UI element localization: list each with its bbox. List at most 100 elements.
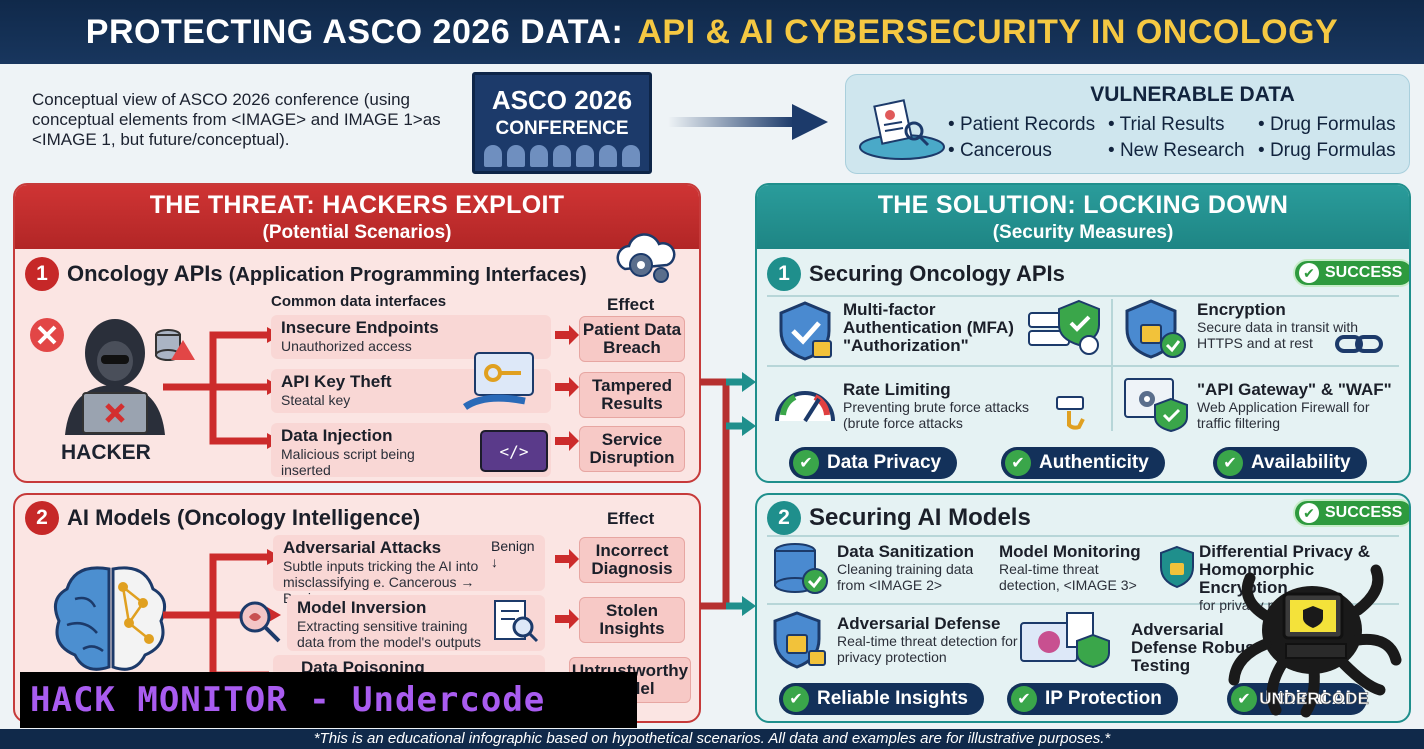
conference-badge: ASCO 2026 CONFERENCE [472, 72, 652, 174]
section-title: Securing Oncology APIs [809, 261, 1065, 286]
item-desc: Malicious script being inserted [281, 446, 415, 478]
solution-card-data-sanitization: Data Sanitization Cleaning training data… [837, 543, 987, 594]
success-label: SUCCESS [1325, 264, 1403, 281]
card-desc: Secure data in transit with HTTPS and at… [1197, 319, 1359, 351]
success-badge: ✔ SUCCESS [1293, 259, 1409, 287]
item-title: Data Injection [281, 426, 393, 445]
card-title: Adversarial Defense Robust Testing [1131, 620, 1261, 675]
branch-arrows-icon [163, 327, 281, 449]
pill-ip-protection: ✔IP Protection [1007, 683, 1178, 715]
card-desc: Real-time threat detection for privacy p… [837, 633, 1018, 665]
card-title: Rate Limiting [843, 380, 951, 399]
threat-item-adversarial-attacks: Adversarial Attacks Subtle inputs tricki… [273, 535, 545, 606]
speedometer-icon [775, 391, 835, 423]
vulnerable-data-panel: VULNERABLE DATA • Patient Records • Tria… [845, 74, 1410, 174]
footer-disclaimer: *This is an educational infographic base… [0, 729, 1424, 749]
check-icon: ✔ [1217, 450, 1243, 476]
effect-incorrect-diagnosis: Incorrect Diagnosis [579, 537, 685, 583]
section-title: Oncology APIs [67, 261, 223, 286]
page-header: PROTECTING ASCO 2026 DATA: API & AI CYBE… [0, 0, 1424, 64]
section-title: Securing AI Models [809, 504, 1031, 531]
item-title: Insecure Endpoints [281, 318, 439, 337]
shield-lock-icon [1125, 299, 1186, 359]
shield-lock-icon [1160, 545, 1194, 589]
card-title: Model Monitoring [999, 542, 1141, 561]
svg-text:</>: </> [500, 442, 529, 461]
conference-title: ASCO 2026 [491, 85, 633, 115]
threat-item-model-inversion: Model Inversion Extracting sensitive tra… [287, 595, 545, 651]
connector-arrows-icon [700, 372, 756, 616]
page-title-part1: PROTECTING ASCO 2026 DATA: [85, 12, 624, 51]
card-title: Encryption [1197, 300, 1286, 319]
item-title: Model Inversion [297, 598, 427, 617]
card-desc: Real-time threat detection, <IMAGE 3> [999, 561, 1137, 593]
page-title-part2: API & AI CYBERSECURITY IN ONCOLOGY [637, 12, 1339, 51]
item-title: Adversarial Attacks [283, 538, 442, 557]
threat-section-2-heading: 2 AI Models (Oncology Intelligence) [25, 501, 420, 535]
vulnerable-item: • Trial Results [1108, 114, 1225, 135]
solution-card-rate-limiting: Rate Limiting Preventing brute force att… [843, 380, 1063, 432]
card-desc: Web Application Firewall for traffic fil… [1197, 399, 1370, 431]
conference-subtitle: CONFERENCE [495, 118, 629, 139]
vulnerable-item: • Patient Records [948, 114, 1096, 135]
vulnerable-data-title: VULNERABLE DATA [1090, 83, 1295, 106]
pill-data-privacy: ✔Data Privacy [789, 447, 958, 479]
card-title: "API Gateway" & "WAF" [1197, 380, 1392, 399]
pill-reliable-insights: ✔Reliable Insights [779, 683, 984, 715]
cloud-gear-icon [616, 233, 676, 283]
check-icon: ✔ [1011, 686, 1037, 712]
solution-section-1-heading: 1 Securing Oncology APIs [767, 257, 1065, 291]
threat-header: THE THREAT: HACKERS EXPLOIT (Potential S… [15, 185, 699, 249]
solution-card-adversarial-defense: Adversarial Defense Real-time threat det… [837, 614, 1037, 666]
card-desc: Preventing brute force attacks (brute fo… [843, 399, 1029, 431]
threat-section-1-heading: 1 Oncology APIs (Application Programming… [25, 257, 587, 291]
chain-icon [1335, 335, 1383, 353]
item-desc: Extracting sensitive training data from … [297, 618, 481, 650]
effect-patient-data-breach: Patient Data Breach [579, 316, 685, 362]
solution-title: THE SOLUTION: LOCKING DOWN [877, 191, 1289, 219]
interfaces-label: Common data interfaces [271, 293, 447, 310]
robot-octopus-icon: UNDERCODE [1228, 564, 1402, 718]
section-number: 2 [25, 501, 59, 535]
threat-subtitle: (Potential Scenarios) [262, 222, 452, 243]
database-icon [774, 543, 828, 594]
card-title: Adversarial Defense [837, 614, 1001, 633]
flow-arrow-icon [668, 104, 828, 140]
solution-card-model-monitoring: Model Monitoring Real-time threat detect… [999, 542, 1149, 594]
solution-subtitle: (Security Measures) [992, 222, 1174, 243]
threat-title: THE THREAT: HACKERS EXPLOIT [149, 191, 565, 219]
vulnerable-item: • Drug Formulas [1258, 114, 1396, 135]
check-icon: ✔ [1231, 686, 1257, 712]
watermark-text: HACK MONITOR - Undercode [30, 680, 546, 720]
shield-lock-icon [779, 301, 832, 361]
effect-stolen-insights: Stolen Insights [579, 597, 685, 643]
audience-icon [481, 141, 643, 167]
login-shield-icon [1028, 299, 1100, 355]
watermark-banner: HACK MONITOR - Undercode [20, 672, 637, 728]
document-search-icon [494, 600, 539, 643]
success-badge: ✔ SUCCESS [1293, 499, 1409, 527]
magnifier-icon [239, 601, 281, 643]
threat-item-insecure-endpoints: Insecure Endpoints Unauthorized access [271, 315, 551, 359]
undercode-logo-text: UNDERCODE [1259, 689, 1369, 708]
data-pool-icon [859, 99, 945, 160]
vulnerable-item: • Drug Formulas [1258, 140, 1396, 161]
solution-section-2-heading: 2 Securing AI Models [767, 501, 1031, 535]
solution-card-mfa: Multi-factor Authentication (MFA) "Autho… [843, 301, 1029, 355]
intro-text: Conceptual view of ASCO 2026 conference … [32, 90, 441, 149]
shield-lock-icon [773, 611, 826, 669]
section-title-paren: (Application Programming Interfaces) [228, 264, 587, 286]
threat-api-panel: THE THREAT: HACKERS EXPLOIT (Potential S… [13, 183, 701, 483]
section-number: 1 [25, 257, 59, 291]
hacker-label: HACKER [61, 441, 151, 464]
key-hand-icon: </> [462, 352, 548, 472]
solution-header: THE SOLUTION: LOCKING DOWN (Security Mea… [757, 185, 1409, 249]
item-note: Benign ↓ [491, 538, 535, 570]
monitor-brain-icon [1020, 612, 1110, 669]
item-desc: Unauthorized access [281, 338, 412, 354]
brain-icon [53, 566, 167, 671]
effect-service-disruption: Service Disruption [579, 426, 685, 472]
item-title: API Key Theft [281, 372, 392, 391]
solution-card-api-gateway: "API Gateway" & "WAF" Web Application Fi… [1197, 380, 1407, 432]
item-desc: Steatal key [281, 392, 351, 408]
